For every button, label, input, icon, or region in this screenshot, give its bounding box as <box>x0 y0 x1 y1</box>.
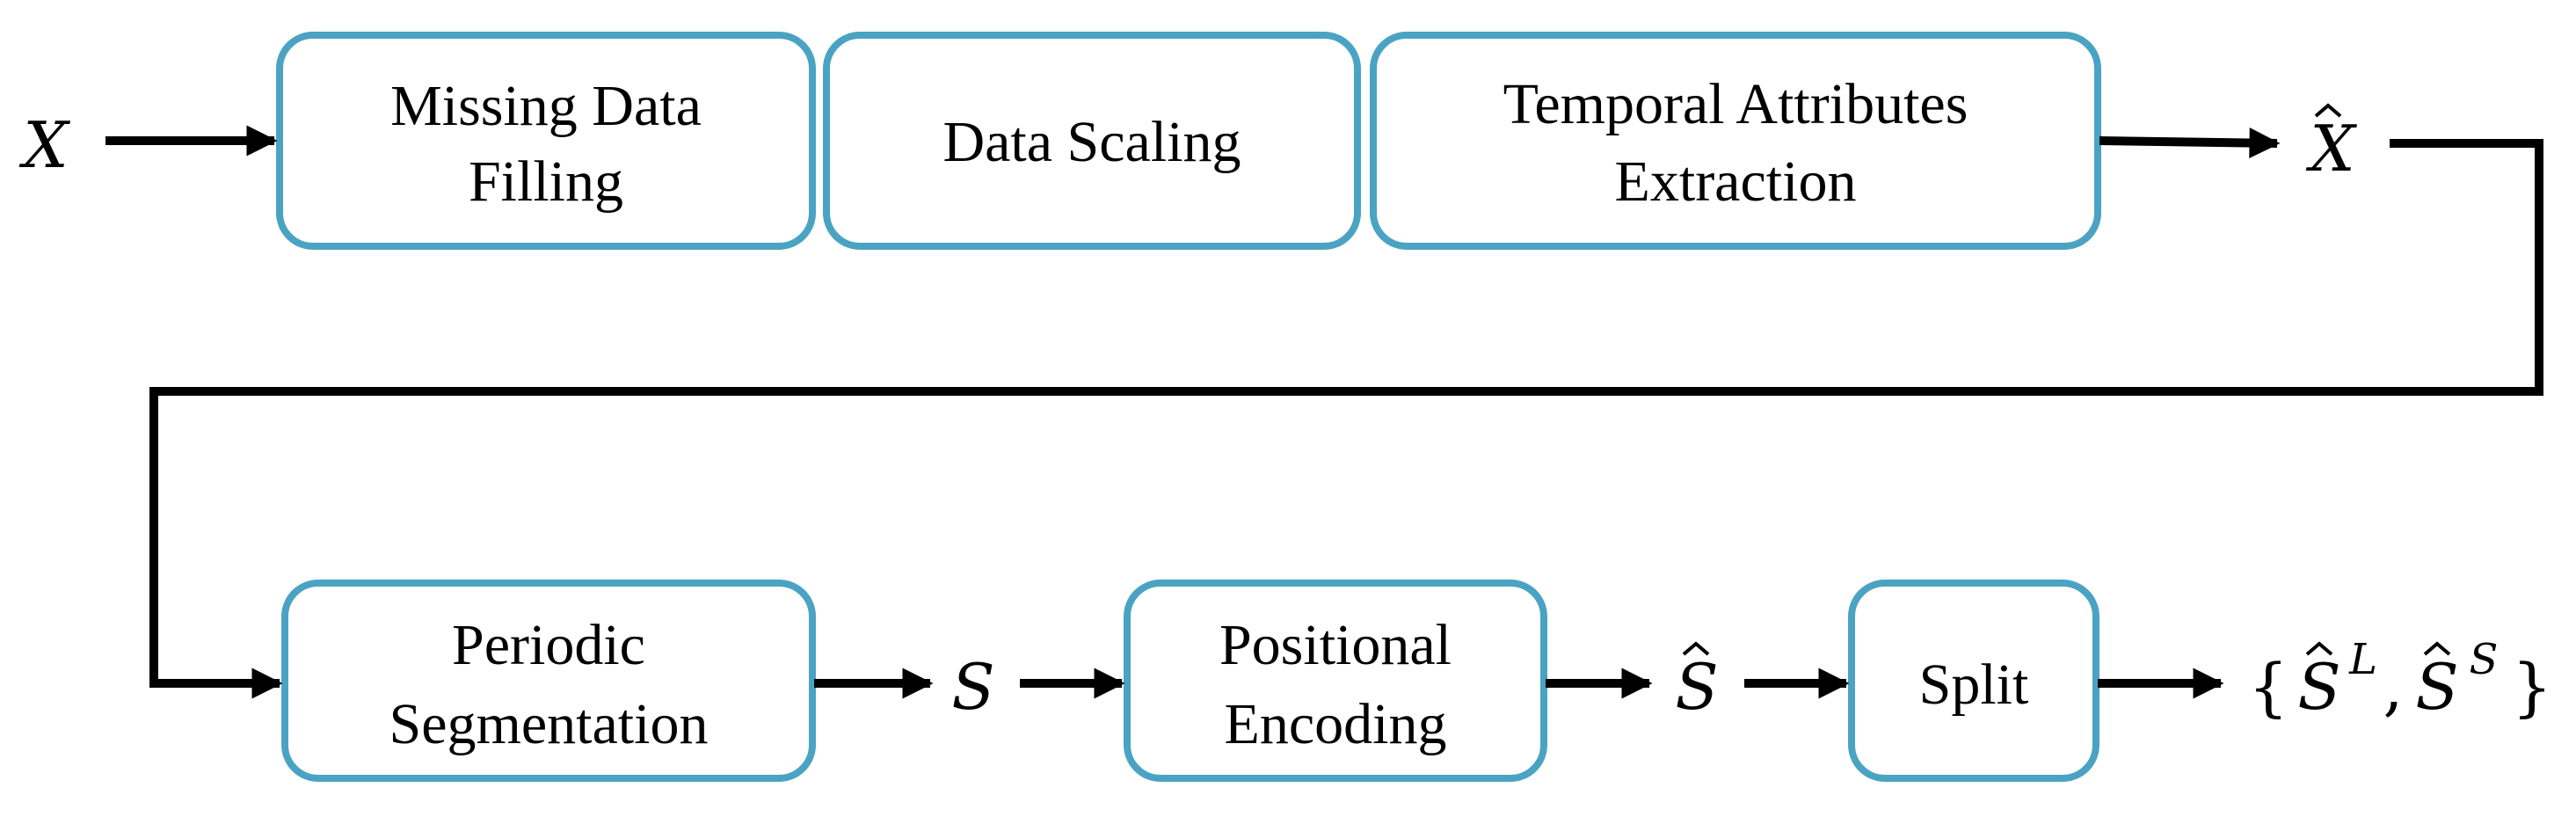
arrow-x-hat-to-periodic-segmentation <box>149 139 2543 699</box>
arrow-temporal-to-x-hat <box>2099 128 2281 159</box>
x-hat-symbol: X <box>2305 103 2357 186</box>
output-s-l: S <box>2297 650 2340 724</box>
periodic-segmentation-label-1: Periodic <box>452 613 645 677</box>
output-comma: , <box>2383 650 2404 724</box>
split-block: Split <box>1848 580 2099 782</box>
s-symbol: S <box>951 650 994 724</box>
x-hat-caret <box>2314 103 2342 118</box>
output-s-l-caret <box>2305 641 2333 656</box>
output-s-s: S <box>2415 650 2458 724</box>
temporal-attributes-label-1: Temporal Attributes <box>1503 72 1968 136</box>
split-label: Split <box>1919 653 2029 717</box>
output-open-brace: { <box>2248 650 2289 724</box>
output-close-brace: } <box>2512 650 2552 724</box>
positional-encoding-block: Positional Encoding <box>1124 580 1547 782</box>
input-symbol-x: X <box>18 108 70 182</box>
missing-data-filling-label-1: Missing Data <box>390 74 702 138</box>
data-scaling-block: Data Scaling <box>823 32 1361 250</box>
missing-data-filling-label-2: Filling <box>469 150 623 214</box>
s-hat-caret <box>1682 641 1710 656</box>
s-hat-letter: S <box>1675 650 1718 724</box>
x-hat-letter: X <box>2305 112 2357 186</box>
positional-encoding-label-1: Positional <box>1219 613 1452 677</box>
periodic-segmentation-label-2: Segmentation <box>389 692 709 756</box>
temporal-attributes-extraction-block: Temporal Attributes Extraction <box>1370 32 2101 250</box>
missing-data-filling-block: Missing Data Filling <box>276 32 816 250</box>
s-hat-symbol: S <box>1675 641 1719 724</box>
temporal-attributes-label-2: Extraction <box>1615 150 1857 214</box>
data-scaling-label: Data Scaling <box>942 110 1241 174</box>
output-set-symbol: { S L , S S } <box>2248 635 2552 724</box>
periodic-segmentation-block: Periodic Segmentation <box>281 580 816 782</box>
positional-encoding-label-2: Encoding <box>1225 692 1447 756</box>
output-superscript-s: S <box>2470 635 2499 684</box>
output-s-s-caret <box>2423 641 2451 656</box>
output-superscript-l: L <box>2348 635 2377 684</box>
